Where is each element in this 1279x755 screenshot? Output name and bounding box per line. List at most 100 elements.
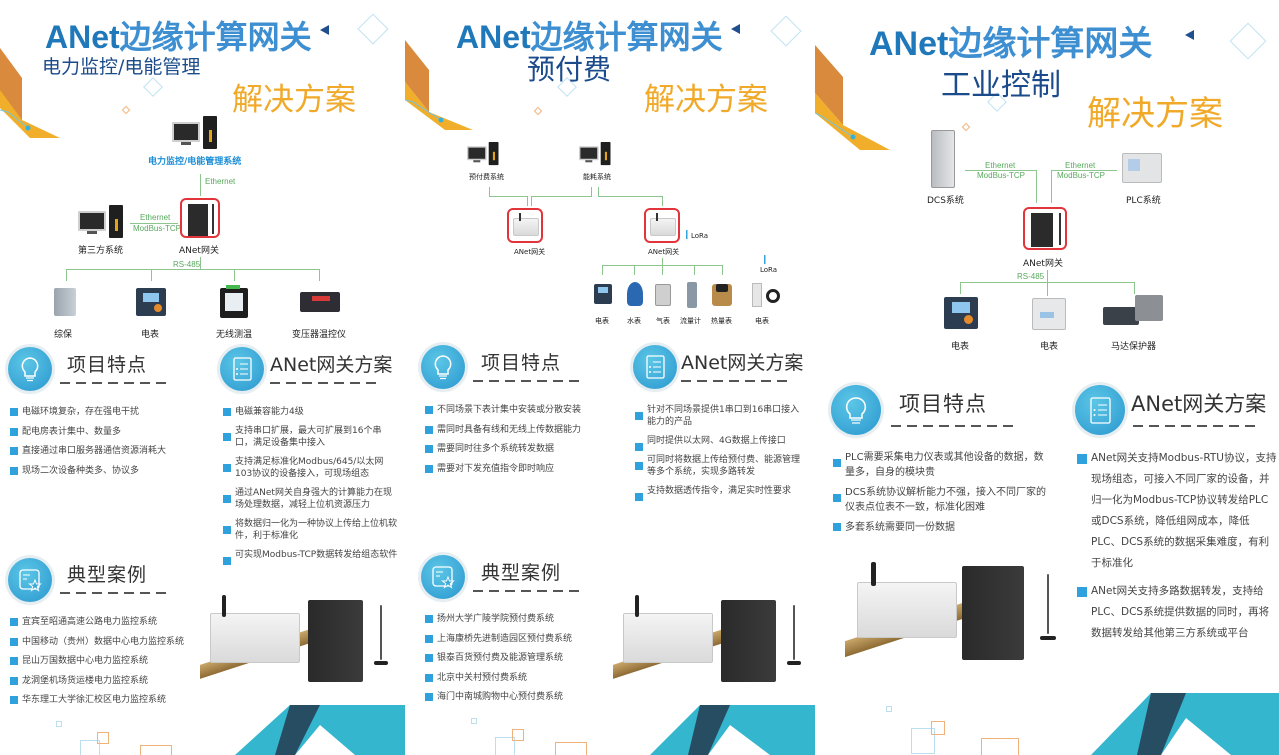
divider [473,590,581,592]
solution-item: 可实现Modbus-TCP数据转发给组态软件 [223,549,398,565]
solution-section-title: ANet网关方案 [681,352,804,374]
features-title: 项目特点 [899,392,987,416]
case-item: 昆山万国数据中心电力监控系统 [10,655,210,667]
feature-item: 现场二次设备种类多、协议多 [10,465,200,477]
link-label: Ethernet [140,213,171,222]
document-list-icon [1075,385,1125,435]
solution-item: 可同时将数据上传给预付费、能源管理等多个系统，实现多路转发 [635,454,805,478]
device-label: 无线测温 [216,330,253,340]
link-label: ModBus-TCP [977,171,1026,180]
solution-list: 电磁兼容能力4级 支持串口扩展，最大可扩展到16个串口，满足设备集中接入 支持满… [223,406,398,568]
decorative-corner-shape [1091,693,1279,755]
link-line [531,196,532,206]
wireless-signal-icon: ❙ [761,255,769,265]
feature-item: 多套系统需要同一份数据 [833,520,1048,535]
link-line [527,196,528,206]
link-line [130,223,178,224]
document-list-icon [633,345,677,389]
poster-prepaid: ANet边缘计算网关 预付费 解决方案 预付费系统 能耗系统 ANet网关 AN… [405,0,815,755]
feature-item: PLC需要采集电力仪表或其他设备的数据，数量多，自身的模块贵 [833,450,1048,480]
subtitle: 工业控制 [941,68,1061,103]
decorative-square [911,728,935,754]
solution-item: 针对不同场景提供1串口到16串口接入能力的产品 [635,404,805,428]
bus-drop [234,269,235,281]
decorative-square [555,742,587,755]
bus-line [66,269,320,270]
solution-item: 通过ANet网关自身强大的计算能力在现场处理数据，减轻上位机资源压力 [223,487,398,511]
lightbulb-icon [831,385,881,435]
gateway-product-image [845,562,1075,667]
case-item: 银泰百货预付费及能源管理系统 [425,652,625,664]
divider [1133,425,1257,427]
solution-item: ANet网关支持Modbus-RTU协议，支持现场组态，可接入不同厂家的设备，并… [1077,448,1277,574]
device-label: 气表 [656,317,670,325]
link-line [1051,170,1052,203]
device-label: 综保 [54,330,73,340]
title-arrow-icon [1185,30,1194,40]
link-line [1036,170,1037,203]
decorative-square [886,706,892,712]
decorative-square [471,718,477,724]
decorative-corner-shape [235,705,405,755]
computer-icon [467,142,499,166]
decorative-diamond [121,105,131,115]
solution-section-title: ANet网关方案 [1131,392,1267,416]
solution-item: 支持数据透传指令，满足实时性要求 [635,485,805,501]
device-label: 热量表 [711,317,732,325]
power-meter-device [944,297,978,329]
lightbulb-icon [421,345,465,389]
dcs-cabinet-device [931,130,955,188]
wireless-signal-icon: ❙ [683,230,691,240]
bus-drop [1134,282,1135,294]
anet-gateway-device [644,208,680,243]
bus-line [960,282,1135,283]
link-label: Ethernet [205,177,236,186]
main-title: ANet边缘计算网关 [869,25,1153,63]
gateway-product-image [200,595,400,690]
divider [473,380,581,382]
link-line [598,187,599,197]
main-title: ANet边缘计算网关 [45,19,312,55]
feature-item: DCS系统协议解析能力不强，接入不同厂家的仪表点位表不一致，标准化困难 [833,485,1048,515]
feature-item: 需要同时往多个系统转发数据 [425,443,615,455]
solution-list: ANet网关支持Modbus-RTU协议，支持现场组态，可接入不同厂家的设备，并… [1077,448,1277,651]
solution-item: 支持满足标准化Modbus/645/以太网103协议的设备接入，可现场组态 [223,456,398,480]
case-item: 华东理工大学徐汇校区电力监控系统 [10,694,210,706]
plc-device [1122,153,1162,183]
solution-section-title: ANet网关方案 [270,354,393,376]
lightbulb-icon [8,347,52,391]
feature-item: 配电房表计集中、数量多 [10,426,200,438]
features-title: 项目特点 [67,354,148,376]
gateway-label: ANet网关 [514,248,546,256]
power-meter-device [136,288,166,316]
plc-system-label: PLC系统 [1126,196,1161,206]
star-card-icon [421,555,465,599]
case-item: 海门中南城购物中心预付费系统 [425,691,625,703]
gateway-label: ANet网关 [179,246,219,256]
dcs-system-label: DCS系统 [927,196,964,206]
bus-drop [634,265,635,275]
bus-label: RS-485 [173,260,201,269]
device-label: 电表 [755,317,769,325]
device-label: 水表 [627,317,641,325]
link-line [1051,170,1117,171]
cases-list: 宜宾至昭通高速公路电力监控系统 中国移动（贵州）数据中心电力监控系统 昆山万国数… [10,616,210,714]
title-arrow-icon [731,24,740,34]
divider [891,425,1015,427]
feature-item: 直接通过串口服务器通信资源消耗大 [10,445,200,457]
solution-list: 针对不同场景提供1串口到16串口接入能力的产品 同时提供以太网、4G数据上传接口… [635,404,805,504]
feature-item: 电磁环境复杂，存在强电干扰 [10,406,200,418]
lora-label: LoRa [691,232,709,240]
decorative-square [495,737,515,755]
decorative-square [80,740,100,755]
decorative-diamond [143,77,163,97]
decorative-square [97,732,109,744]
case-item: 宜宾至昭通高速公路电力监控系统 [10,616,210,628]
decorative-square [56,721,62,727]
solution-title: 解决方案 [1087,94,1223,134]
solution-item: 电磁兼容能力4级 [223,406,398,418]
decorative-square [981,738,1019,755]
link-line [200,174,201,196]
device-label: 电表 [951,342,970,352]
solution-item: 同时提供以太网、4G数据上传接口 [635,435,805,451]
